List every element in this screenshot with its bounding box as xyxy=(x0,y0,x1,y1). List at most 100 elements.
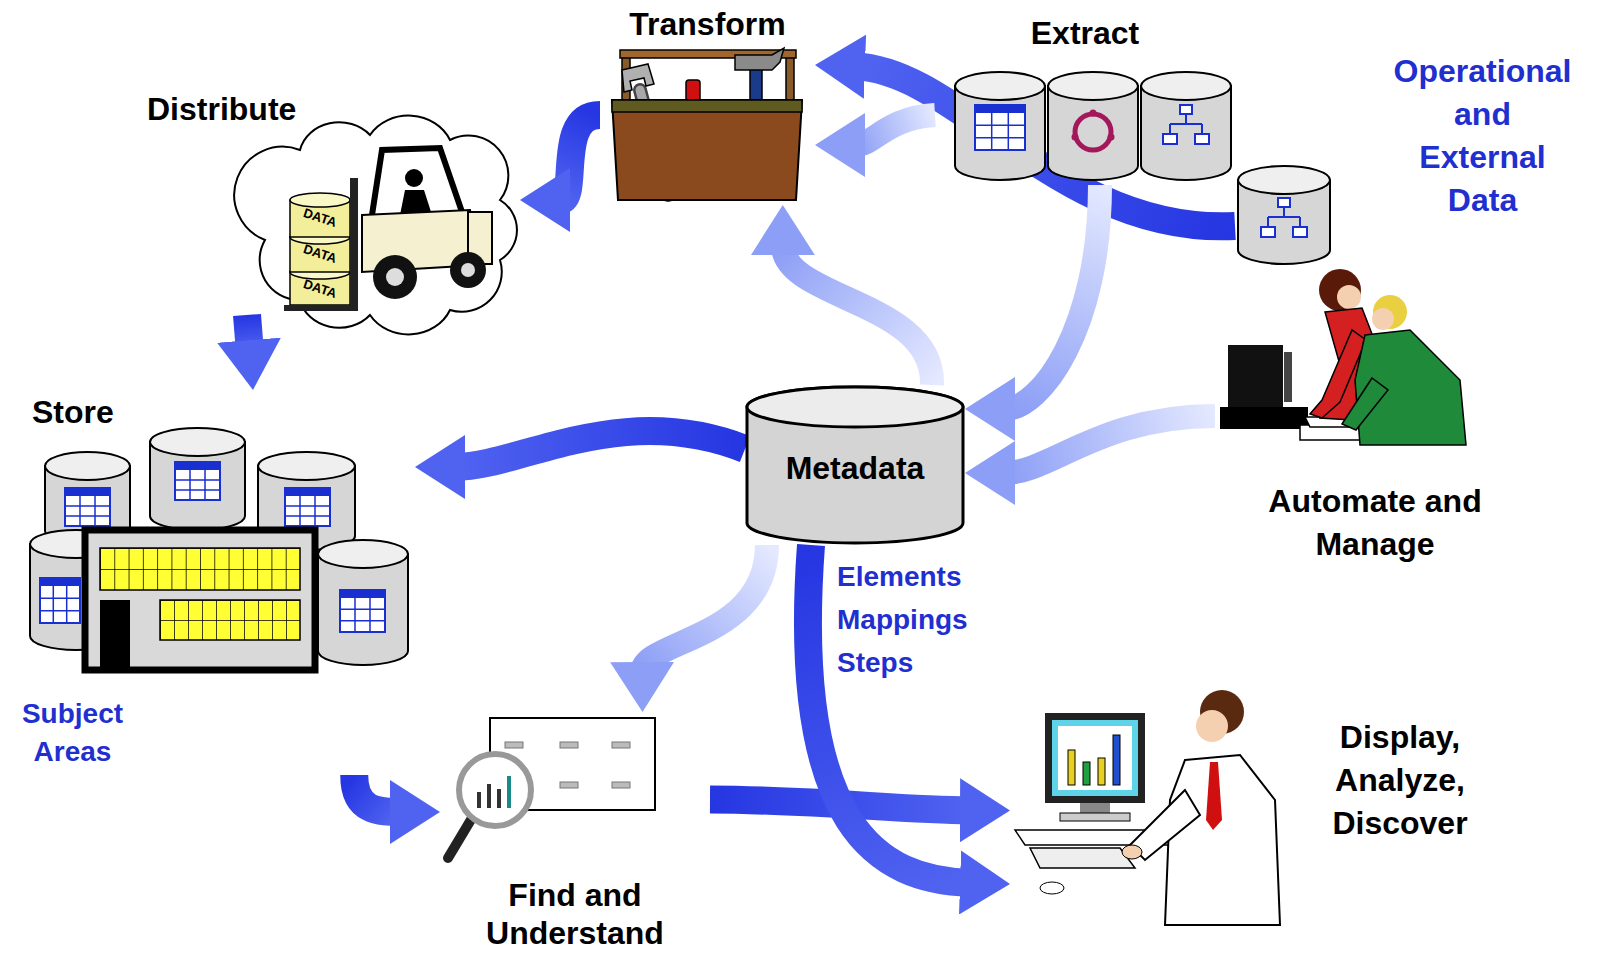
table-icon-grid xyxy=(65,488,110,526)
chart-bar xyxy=(1068,750,1075,785)
text-holder: Operational and External Data xyxy=(1390,50,1575,222)
man-tie xyxy=(1206,762,1222,830)
table-icon-grid xyxy=(285,488,330,526)
display-stage: Display, Analyze, Discover xyxy=(1010,688,1510,933)
table-icon-header xyxy=(65,488,110,496)
forklift-fork xyxy=(284,305,356,311)
table-icon-header xyxy=(975,105,1025,113)
forklift-mast xyxy=(350,178,358,311)
text-holder: Automate and Manage xyxy=(1225,480,1525,566)
board-field xyxy=(612,782,630,788)
distribute-stage: Distribute xyxy=(130,85,520,315)
warehouse-door xyxy=(100,600,130,670)
magnifier-handle xyxy=(448,818,472,858)
chart-bar xyxy=(1113,735,1120,785)
table-icon-grid xyxy=(340,590,385,632)
database-top xyxy=(45,452,130,480)
wrench-head xyxy=(622,64,654,92)
hierarchy-icon-lines xyxy=(1268,207,1300,227)
text-holder: Extract xyxy=(935,14,1235,52)
ring-icon xyxy=(1075,114,1111,150)
stage-label: Automate and Manage xyxy=(1266,483,1483,562)
driver-head xyxy=(405,169,423,187)
forklift-wheel xyxy=(373,255,417,299)
forklift-hub xyxy=(386,268,404,286)
store-stage: StoreSubject Areas xyxy=(10,390,415,775)
barrel-label: DATA xyxy=(301,241,338,266)
woman-face xyxy=(1337,285,1361,309)
chart-bar xyxy=(1083,762,1090,785)
forklift-wheel xyxy=(450,252,486,288)
stage-label: Display, Analyze, Discover xyxy=(1330,719,1469,841)
flow-arrow xyxy=(455,431,745,467)
database-top xyxy=(318,540,408,568)
magnifier-bar xyxy=(497,789,501,808)
database-top xyxy=(1238,166,1330,194)
hierarchy-icon-box xyxy=(1180,105,1192,114)
forklift-hub xyxy=(461,263,475,277)
table-icon xyxy=(285,488,330,526)
data-barrel-top xyxy=(290,193,350,207)
text-holder: Find and Understand xyxy=(440,876,710,952)
flow-arrow xyxy=(855,66,1235,226)
table-icon-header xyxy=(175,462,220,470)
flow-arrow xyxy=(1005,416,1215,473)
warehouse-windows xyxy=(100,548,300,590)
toolbox-rim xyxy=(612,100,802,112)
table-icon xyxy=(175,462,220,500)
board-field xyxy=(612,742,630,748)
text-holder: DATA xyxy=(292,244,348,262)
hierarchy-icon-box xyxy=(1195,134,1209,144)
flow-arrow xyxy=(1005,185,1100,409)
automate-stage: Automate and Manage xyxy=(1215,262,1535,570)
magnifier-bar xyxy=(487,784,491,808)
database-top xyxy=(1141,72,1231,100)
man-hair xyxy=(1373,295,1407,329)
barrel-label: DATA xyxy=(301,276,338,301)
flow-arrow xyxy=(808,545,970,883)
text-holder: DATA xyxy=(292,208,348,226)
extract-stage: Extract xyxy=(935,10,1235,185)
table-icon-header xyxy=(285,488,330,496)
board-field xyxy=(505,742,523,748)
toolbox-body xyxy=(612,100,802,200)
woman-hair xyxy=(1319,269,1361,311)
cloud xyxy=(234,116,517,335)
database-top xyxy=(1048,72,1138,100)
source-data-stage: Operational and External Data xyxy=(1235,50,1595,270)
monitor-frame xyxy=(1045,713,1145,803)
board-field xyxy=(560,742,578,748)
table-icon-header xyxy=(340,590,385,598)
man-arm xyxy=(1342,378,1388,430)
computer-base xyxy=(1220,407,1308,429)
hierarchy-icon-box xyxy=(1163,134,1177,144)
flow-arrow xyxy=(247,315,250,350)
stage-label: Extract xyxy=(1029,15,1142,51)
warehouse-windows xyxy=(160,600,300,640)
database-top xyxy=(258,452,355,480)
stage-label: Distribute xyxy=(145,91,298,127)
table-icon-header xyxy=(40,578,80,586)
stage-label: Store xyxy=(30,394,116,430)
flow-arrow xyxy=(354,775,400,812)
table-icon-grid xyxy=(40,578,80,623)
hammer-head xyxy=(735,48,784,70)
cylinder-body xyxy=(747,387,963,543)
warehouse-building xyxy=(85,530,315,670)
database-top xyxy=(150,428,245,456)
text-holder: Metadata xyxy=(745,449,965,487)
database-top xyxy=(955,72,1045,100)
stage-label: Subject Areas xyxy=(20,698,125,767)
man-shirt xyxy=(1165,755,1280,925)
ring-icon-dot xyxy=(1108,134,1115,141)
cylinder-top xyxy=(747,387,963,427)
man-face xyxy=(1372,308,1394,330)
monitor-base xyxy=(1060,813,1130,821)
text-holder: Subject Areas xyxy=(10,695,135,771)
hierarchy-icon-box xyxy=(1261,227,1275,237)
hierarchy-icon-box xyxy=(1278,198,1290,207)
text-holder: Distribute xyxy=(145,90,365,128)
text-holder: Transform xyxy=(600,5,815,43)
